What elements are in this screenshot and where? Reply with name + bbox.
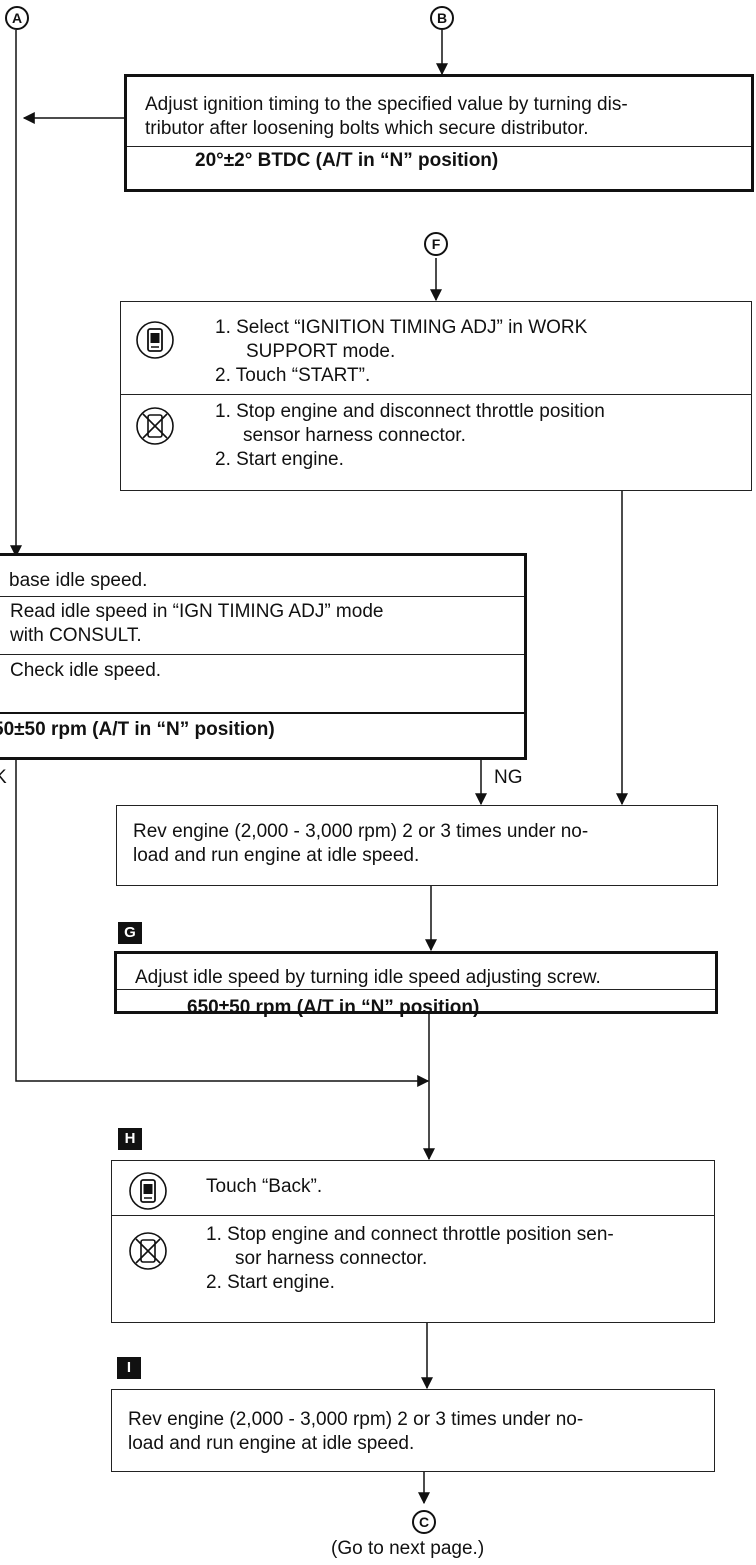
base-idle-row2a: Read idle speed in “IGN TIMING ADJ” mode <box>10 601 384 622</box>
rev-engine-1-line1: Rev engine (2,000 - 3,000 rpm) 2 or 3 ti… <box>133 821 589 842</box>
consult-icon <box>128 1171 168 1211</box>
ignition-timing-line2: tributor after loosening bolts which sec… <box>145 118 589 139</box>
consult-f-step1: 1. Select “IGNITION TIMING ADJ” in WORK <box>215 317 588 338</box>
base-idle-spec: 50±50 rpm (A/T in “N” position) <box>0 719 275 740</box>
connector-a: A <box>5 6 29 30</box>
adjust-idle-line1: Adjust idle speed by turning idle speed … <box>135 967 601 988</box>
adjust-idle-divider <box>117 989 715 990</box>
step-label-g: G <box>118 922 142 944</box>
no-consult-f-step1b: sensor harness connector. <box>243 425 466 446</box>
consult-procedure-box-h: Touch “Back”. 1. Stop engine and connect… <box>111 1160 715 1323</box>
no-consult-icon <box>128 1231 168 1271</box>
no-consult-f-step2: 2. Start engine. <box>215 449 344 470</box>
no-consult-f-step1: 1. Stop engine and disconnect throttle p… <box>215 401 605 422</box>
no-consult-h-step2: 2. Start engine. <box>206 1272 335 1293</box>
base-idle-row2b: with CONSULT. <box>10 625 142 646</box>
base-idle-divider3 <box>0 712 524 714</box>
consult-h-step: Touch “Back”. <box>206 1176 323 1197</box>
consult-f-step1b: SUPPORT mode. <box>246 341 396 362</box>
base-idle-divider1 <box>0 596 524 597</box>
ignition-timing-box: Adjust ignition timing to the specified … <box>124 74 754 192</box>
no-consult-h-step1: 1. Stop engine and connect throttle posi… <box>206 1224 614 1245</box>
branch-ng-label: NG <box>494 767 523 788</box>
no-consult-h-step1b: sor harness connector. <box>235 1248 428 1269</box>
consult-f-divider <box>121 394 751 395</box>
base-idle-divider2 <box>0 654 524 655</box>
rev-engine-1-line2: load and run engine at idle speed. <box>133 845 420 866</box>
adjust-idle-spec: 650±50 rpm (A/T in “N” position) <box>187 997 480 1018</box>
rev-engine-box-2: Rev engine (2,000 - 3,000 rpm) 2 or 3 ti… <box>111 1389 715 1472</box>
ignition-timing-line1: Adjust ignition timing to the specified … <box>145 94 628 115</box>
rev-engine-box-1: Rev engine (2,000 - 3,000 rpm) 2 or 3 ti… <box>116 805 718 886</box>
connector-b: B <box>430 6 454 30</box>
step-label-h: H <box>118 1128 142 1150</box>
go-next-page-note: (Go to next page.) <box>331 1538 485 1559</box>
no-consult-icon <box>135 406 175 446</box>
consult-icon <box>135 320 175 360</box>
adjust-idle-box: Adjust idle speed by turning idle speed … <box>114 951 718 1018</box>
base-idle-box: base idle speed. Read idle speed in “IGN… <box>0 553 527 760</box>
step-label-i: I <box>117 1357 141 1379</box>
consult-f-step2: 2. Touch “START”. <box>215 365 371 386</box>
ignition-timing-spec: 20°±2° BTDC (A/T in “N” position) <box>195 150 499 171</box>
rev-engine-2-line2: load and run engine at idle speed. <box>128 1433 415 1454</box>
flow-line-ok <box>15 760 430 1087</box>
consult-procedure-box-f: 1. Select “IGNITION TIMING ADJ” in WORK … <box>120 301 752 491</box>
base-idle-row3: Check idle speed. <box>10 660 162 681</box>
connector-c: C <box>412 1510 436 1534</box>
ignition-timing-divider <box>127 146 751 147</box>
consult-h-divider <box>112 1215 714 1216</box>
base-idle-row1: base idle speed. <box>9 570 148 591</box>
connector-f: F <box>424 232 448 256</box>
rev-engine-2-line1: Rev engine (2,000 - 3,000 rpm) 2 or 3 ti… <box>128 1409 584 1430</box>
branch-ok-label: K <box>0 767 7 788</box>
